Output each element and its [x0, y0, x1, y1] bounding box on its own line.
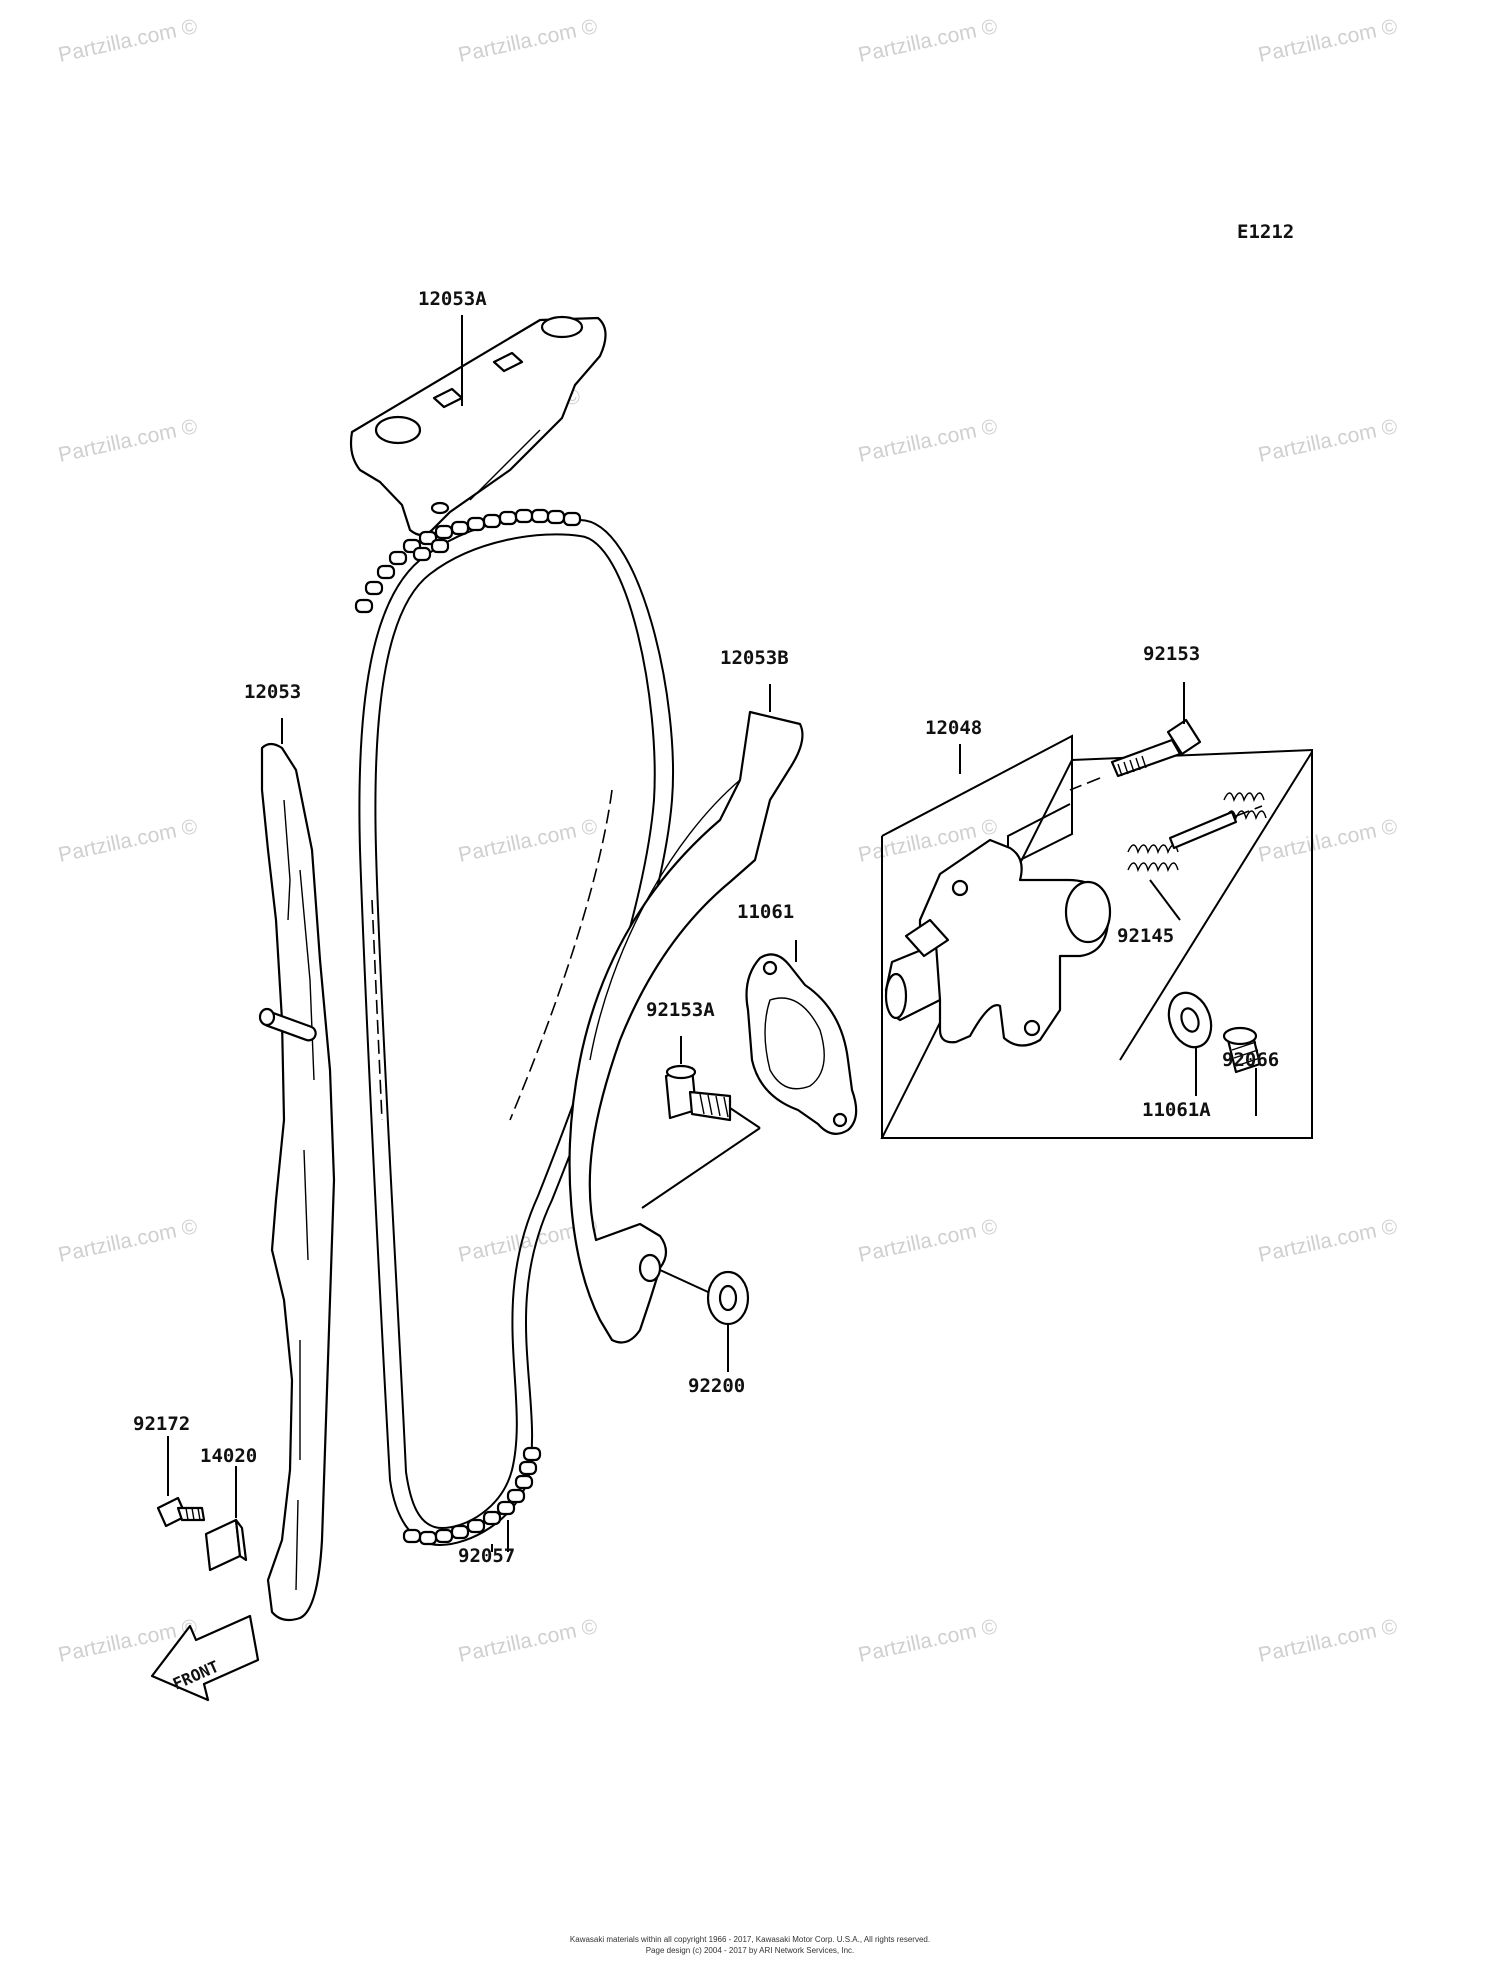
label-92145: 92145	[1117, 925, 1174, 947]
front-arrow-icon: FRONT	[150, 1614, 260, 1702]
part-92153A-pivot-bolt	[641, 1064, 761, 1209]
watermark: Partzilla.com ©	[56, 1215, 200, 1267]
label-92153A: 92153A	[646, 999, 715, 1021]
watermark: Partzilla.com ©	[1256, 1215, 1400, 1267]
watermark: Partzilla.com ©	[1256, 415, 1400, 467]
watermark: Partzilla.com ©	[856, 1615, 1000, 1667]
leader-lines	[281, 315, 961, 1552]
watermark: Partzilla.com ©	[56, 815, 200, 867]
watermark: Partzilla.com ©	[456, 15, 600, 67]
part-12053B-right-guide	[568, 710, 804, 1344]
watermark: Partzilla.com ©	[1256, 815, 1400, 867]
part-labels: 12053A 12053B 12053 92153 12048 11061 92…	[133, 288, 1279, 1567]
label-14020: 14020	[200, 1445, 257, 1467]
diagram-code: E1212	[1237, 221, 1294, 243]
part-92066-plug	[1222, 1026, 1262, 1116]
part-12053-left-guide	[258, 742, 336, 1622]
part-92172-screw	[156, 1436, 206, 1528]
watermark: Partzilla.com ©	[1256, 15, 1400, 67]
label-12048: 12048	[925, 717, 982, 739]
page-design-line: Page design (c) 2004 - 2017 by ARI Netwo…	[646, 1946, 855, 1955]
label-92200: 92200	[688, 1375, 745, 1397]
part-11061A-washer	[1119, 751, 1313, 1096]
watermark: Partzilla.com ©	[856, 15, 1000, 67]
part-12053A-top-guide	[349, 315, 607, 537]
part-92057-cam-chain	[354, 508, 674, 1547]
watermark: Partzilla.com ©	[856, 1215, 1000, 1267]
watermark: Partzilla.com ©	[456, 815, 600, 867]
label-12053A: 12053A	[418, 288, 487, 310]
label-92057: 92057	[458, 1545, 515, 1567]
watermark: Partzilla.com ©	[56, 15, 200, 67]
label-12053: 12053	[244, 681, 301, 703]
part-12048-tensioner-assembly	[880, 734, 1313, 1139]
label-92172: 92172	[133, 1413, 190, 1435]
label-92066: 92066	[1222, 1049, 1279, 1071]
part-92153-bolt	[1069, 682, 1202, 791]
label-11061A: 11061A	[1142, 1099, 1211, 1121]
label-92153: 92153	[1143, 643, 1200, 665]
label-12053B: 12053B	[720, 647, 789, 669]
part-92145-spring	[1127, 792, 1267, 921]
watermark: Partzilla.com ©	[856, 415, 1000, 467]
label-11061: 11061	[737, 901, 794, 923]
part-92200-washer	[659, 1269, 750, 1372]
chain-links-top	[354, 508, 582, 614]
watermark: Partzilla.com ©	[1256, 1615, 1400, 1667]
chain-links-bottom	[402, 1446, 542, 1546]
copyright-line: Kawasaki materials within all copyright …	[570, 1935, 930, 1944]
watermark: Partzilla.com ©	[456, 1615, 600, 1667]
watermark: Partzilla.com ©	[56, 415, 200, 467]
part-11061-gasket	[745, 953, 858, 1135]
part-14020-plate	[204, 1466, 248, 1572]
